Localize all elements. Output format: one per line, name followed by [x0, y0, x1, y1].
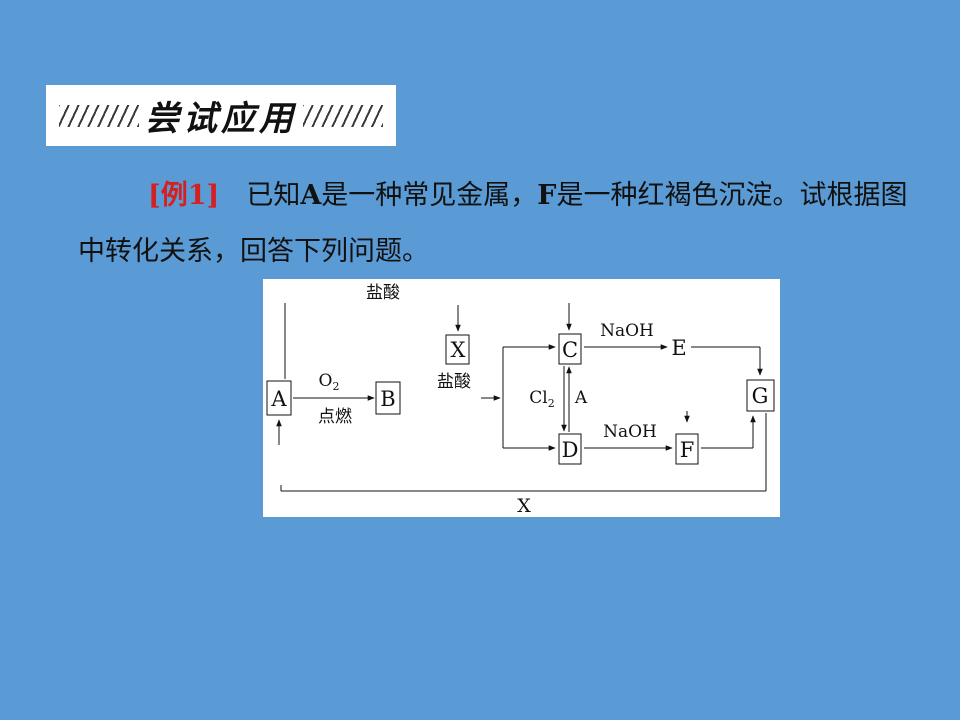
node-box-c: [558, 333, 582, 365]
banner-title: 尝试应用: [145, 99, 297, 139]
node-box-d: [558, 433, 582, 465]
problem-part-2: 是一种常见金属，: [321, 180, 538, 211]
label-hcl-mid: 盐酸: [437, 372, 471, 392]
node-a: A: [270, 387, 287, 411]
label-naoh-top: NaOH: [600, 321, 654, 341]
label-o2-sub: 2: [332, 380, 339, 393]
node-box-a: [266, 380, 292, 416]
node-b: B: [380, 387, 395, 411]
problem-part-3: 是一种红褐色沉淀。试根据图中转化关系，回答下列问题。: [78, 180, 908, 267]
node-box-f: [675, 433, 699, 465]
label-o2-main: O: [319, 371, 333, 391]
label-naoh-bottom: NaOH: [603, 422, 657, 442]
problem-text: [例1] 已知A是一种常见金属，F是一种红褐色沉淀。试根据图中转化关系，回答下列…: [78, 168, 928, 280]
node-d: D: [562, 438, 579, 462]
label-cl2-main: Cl: [529, 388, 547, 408]
label-hcl-top: 盐酸: [366, 283, 400, 303]
label-ignite: 点燃: [318, 407, 352, 427]
node-x: X: [451, 338, 466, 362]
node-box-g: [746, 379, 775, 412]
label-cl2: Cl2: [529, 388, 554, 410]
label-a-reagent: A: [574, 388, 588, 408]
node-f: F: [680, 438, 695, 462]
banner-hatch-right: [303, 104, 383, 127]
problem-bold-a: A: [300, 180, 322, 211]
label-o2: O2: [319, 371, 340, 393]
example-tag: [例1]: [148, 180, 220, 211]
node-box-x: [445, 334, 470, 365]
section-banner: 尝试应用: [46, 85, 396, 146]
node-e: E: [671, 336, 686, 360]
label-cl2-sub: 2: [548, 397, 555, 410]
label-x-bottom: X: [517, 495, 531, 517]
node-c: C: [562, 338, 578, 362]
reaction-diagram-svg: A B X C D E F G 盐酸 盐酸 O2 点燃 NaOH NaOH Cl…: [266, 283, 775, 517]
problem-bold-f: F: [537, 180, 557, 211]
reaction-diagram: A B X C D E F G 盐酸 盐酸 O2 点燃 NaOH NaOH Cl…: [263, 279, 780, 517]
node-box-b: [375, 381, 401, 415]
problem-part-1: 已知: [246, 180, 301, 211]
node-g: G: [752, 384, 769, 408]
banner-hatch-left: [59, 104, 139, 127]
